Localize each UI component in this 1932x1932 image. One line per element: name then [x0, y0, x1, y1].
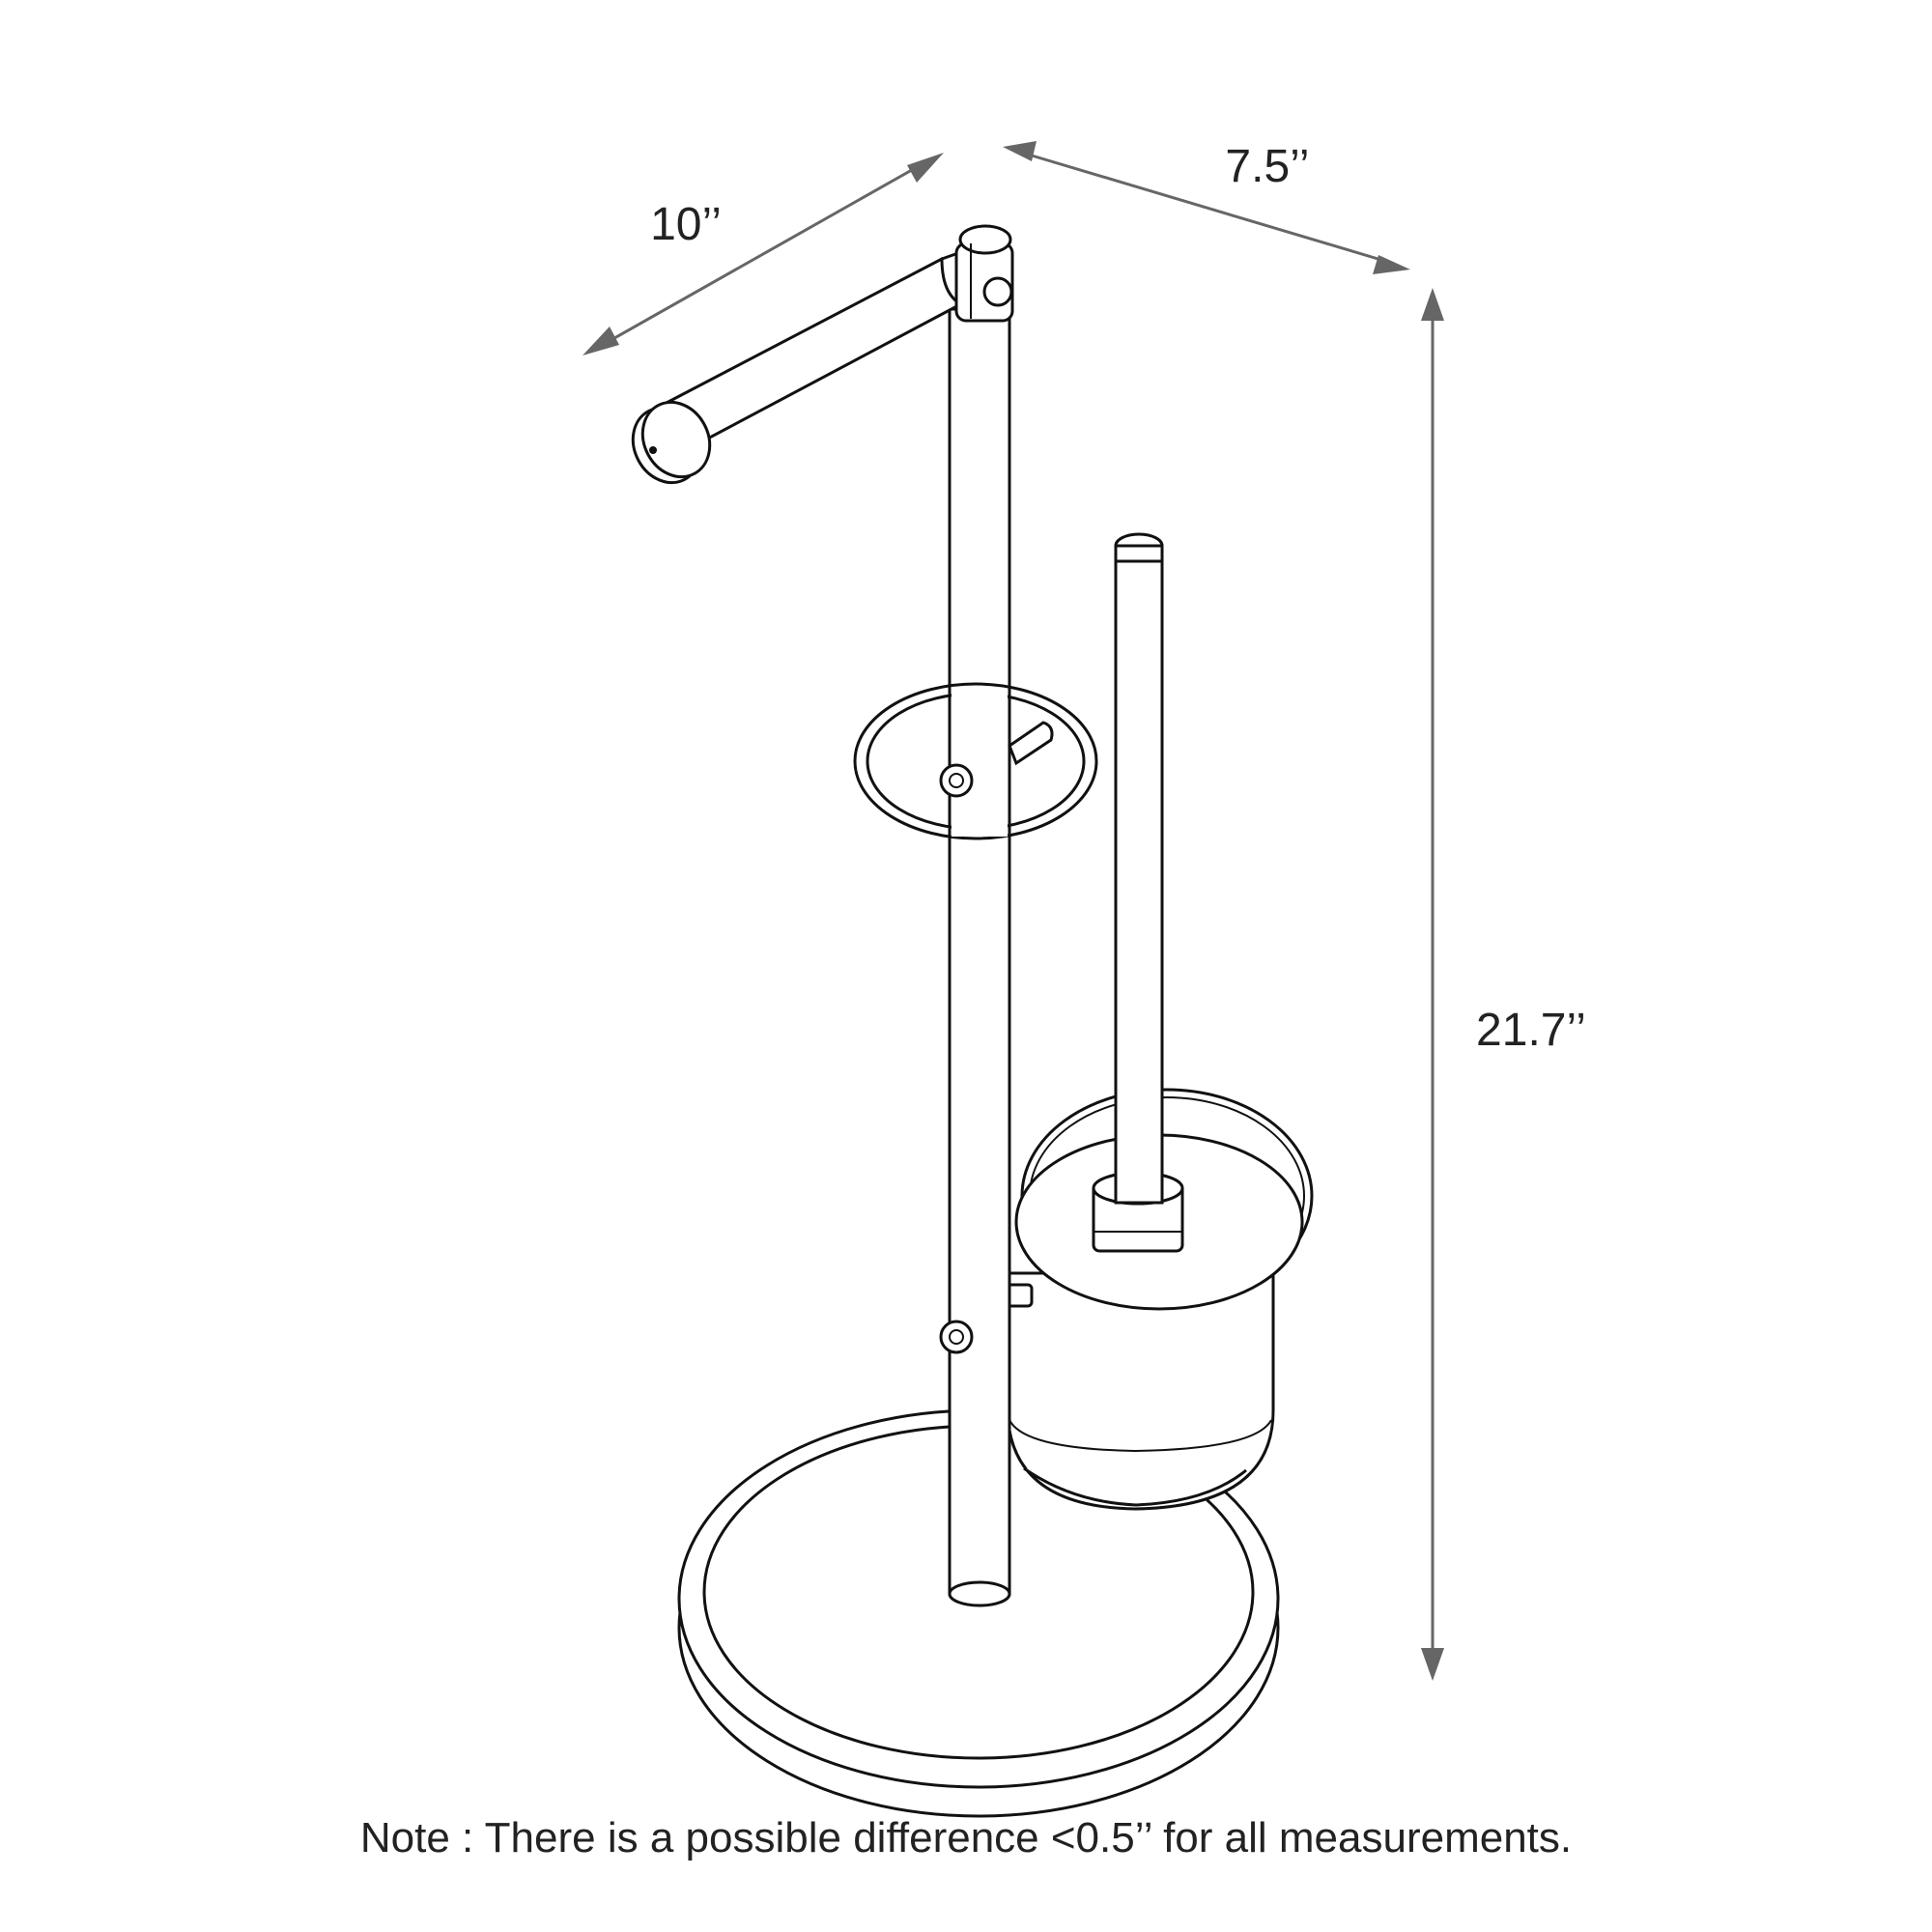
- spare-roll-ring: [853, 682, 1098, 840]
- brush-bowl: [1003, 1271, 1275, 1511]
- dimension-depth-label: 7.5’’: [1225, 141, 1309, 192]
- main-pole: [948, 307, 1011, 1607]
- paper-holder-arm: [631, 224, 1014, 485]
- dimension-arm-length-label: 10’’: [650, 199, 722, 250]
- dimension-height-label: 21.7’’: [1476, 1005, 1586, 1056]
- toilet-brush: [1092, 532, 1184, 1253]
- dimension-height: 21.7’’: [1421, 288, 1586, 1681]
- dimension-arm-length: 10’’: [582, 153, 944, 355]
- dimension-depth: 7.5’’: [1003, 141, 1410, 274]
- lower-bolt: [939, 1320, 974, 1354]
- measurement-note: Note : There is a possible difference <0…: [359, 1814, 1573, 1861]
